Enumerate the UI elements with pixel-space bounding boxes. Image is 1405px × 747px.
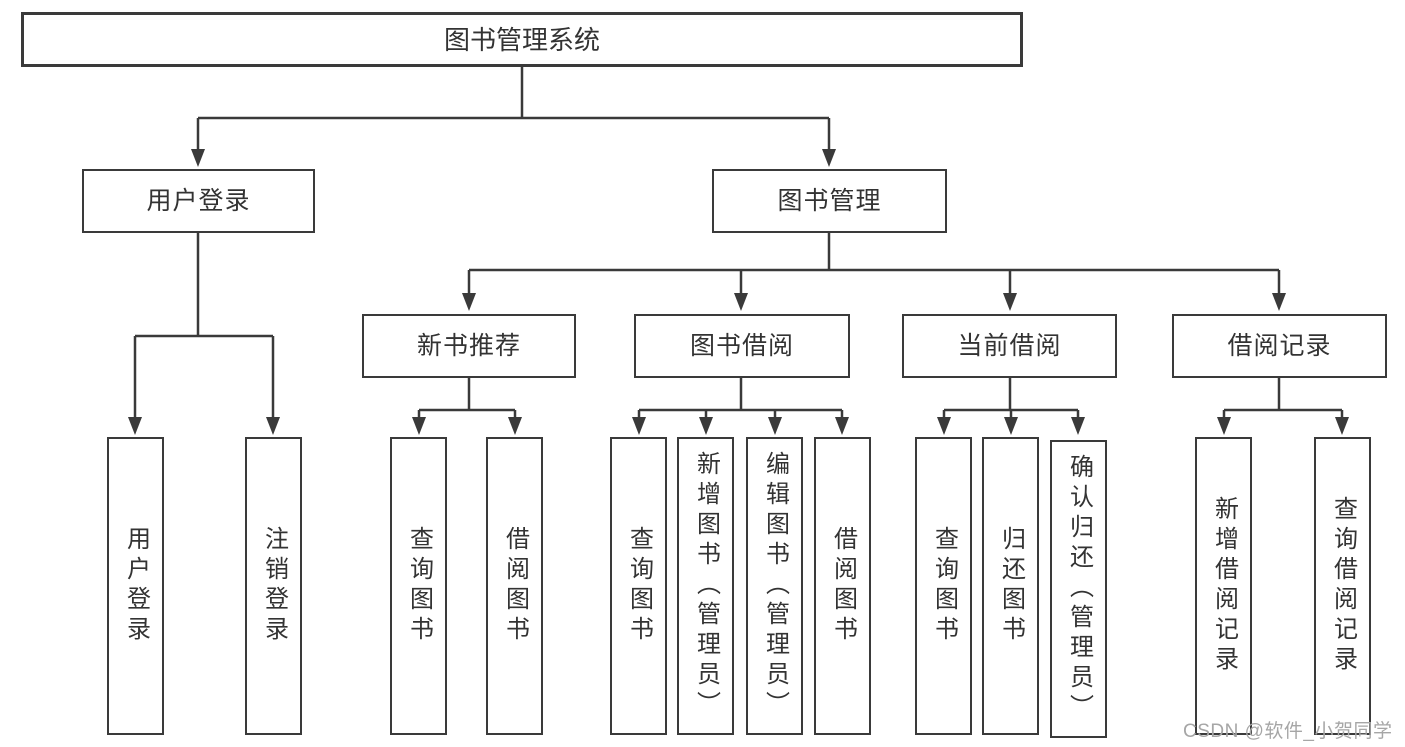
leaf-label: 新增图书（管理员） xyxy=(692,451,720,721)
node-borrow-records-label: 借阅记录 xyxy=(1227,331,1332,360)
connector-new-book-to-leaves xyxy=(412,378,522,435)
node-user-login-label: 用户登录 xyxy=(146,186,251,215)
node-leaf-confirm-return: 确认归还（管理员） xyxy=(1050,440,1107,738)
connector-root-to-level2 xyxy=(191,67,836,167)
connector-user-login-to-leaves xyxy=(128,233,280,435)
connector-book-borrow-to-leaves xyxy=(632,378,849,435)
node-book-borrow: 图书借阅 xyxy=(634,314,850,378)
leaf-label: 编辑图书（管理员） xyxy=(761,451,789,721)
node-root: 图书管理系统 xyxy=(21,12,1023,67)
node-leaf-user-login: 用户登录 xyxy=(107,437,164,735)
node-leaf-borrow-book-new: 借阅图书 xyxy=(486,437,543,735)
node-leaf-query-book-new: 查询图书 xyxy=(390,437,447,735)
connector-current-borrow-to-leaves xyxy=(937,378,1085,435)
leaf-label: 查询图书 xyxy=(625,526,653,646)
leaf-label: 查询图书 xyxy=(930,526,958,646)
node-leaf-query-borrow-record: 查询借阅记录 xyxy=(1314,437,1371,735)
node-new-book-rec-label: 新书推荐 xyxy=(416,331,521,360)
leaf-label: 确认归还（管理员） xyxy=(1065,454,1093,724)
leaf-label: 新增借阅记录 xyxy=(1210,496,1238,676)
node-book-mgmt-label: 图书管理 xyxy=(777,186,882,215)
node-user-login: 用户登录 xyxy=(82,169,315,233)
leaf-label: 用户登录 xyxy=(122,526,150,646)
leaf-label: 借阅图书 xyxy=(829,526,857,646)
node-leaf-add-borrow-record: 新增借阅记录 xyxy=(1195,437,1252,735)
node-new-book-rec: 新书推荐 xyxy=(362,314,576,378)
node-book-borrow-label: 图书借阅 xyxy=(689,331,794,360)
node-book-mgmt: 图书管理 xyxy=(712,169,947,233)
node-root-label: 图书管理系统 xyxy=(443,24,600,55)
node-current-borrow: 当前借阅 xyxy=(902,314,1117,378)
connector-book-mgmt-to-level3 xyxy=(462,233,1286,311)
node-current-borrow-label: 当前借阅 xyxy=(957,331,1062,360)
leaf-label: 查询借阅记录 xyxy=(1329,496,1357,676)
connector-borrow-records-to-leaves xyxy=(1217,378,1349,435)
leaf-label: 归还图书 xyxy=(997,526,1025,646)
leaf-label: 注销登录 xyxy=(260,526,288,646)
node-leaf-borrow-book-borrow: 借阅图书 xyxy=(814,437,871,735)
node-leaf-query-book-current: 查询图书 xyxy=(915,437,972,735)
node-leaf-add-book: 新增图书（管理员） xyxy=(677,437,734,735)
leaf-label: 借阅图书 xyxy=(501,526,529,646)
node-leaf-edit-book: 编辑图书（管理员） xyxy=(746,437,803,735)
node-borrow-records: 借阅记录 xyxy=(1172,314,1387,378)
node-leaf-logout: 注销登录 xyxy=(245,437,302,735)
node-leaf-query-book-borrow: 查询图书 xyxy=(610,437,667,735)
node-leaf-return-book: 归还图书 xyxy=(982,437,1039,735)
leaf-label: 查询图书 xyxy=(405,526,433,646)
watermark-text: CSDN @软件_小贺同学 xyxy=(1183,721,1393,742)
